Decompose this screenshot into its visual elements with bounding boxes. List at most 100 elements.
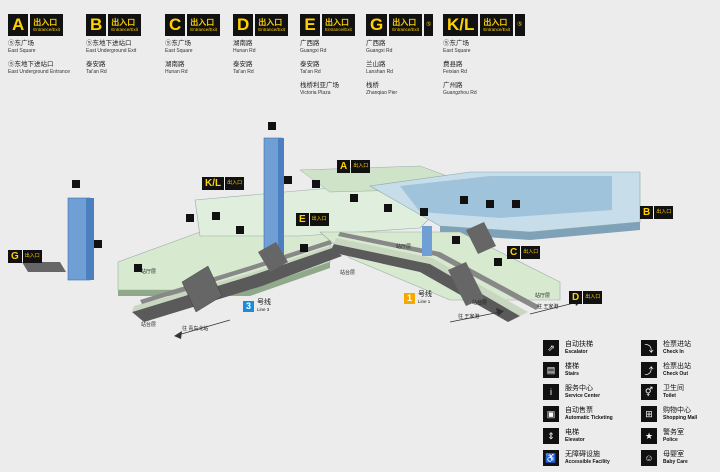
exit-tag-en: Entrance/Exit: [325, 26, 352, 32]
map-exit-text: 出入口: [583, 291, 603, 304]
exit-letter: A: [8, 14, 29, 36]
exit-tag-cn: 出入口: [483, 17, 508, 27]
line-text-en: Line 1: [418, 299, 431, 304]
destination-cn: 广西路: [300, 40, 320, 47]
level-label: 站厅层: [141, 269, 157, 275]
legend-text-en: Accessible Facility: [565, 459, 610, 465]
exit-letter: E: [300, 14, 320, 36]
destination-en: Guangzhou Rd: [443, 90, 477, 96]
east-building-roof: [400, 176, 612, 218]
destination-cn: 栈桥: [366, 82, 379, 89]
destination-cn: 泰安路: [233, 61, 253, 68]
legend-text-cn: 购物中心: [663, 407, 691, 414]
direction-label: 往 青岛北站: [182, 326, 209, 332]
destination-cn: 栈桥利亚广场: [300, 82, 339, 89]
exit-tag-cn: 出入口: [392, 17, 417, 27]
escalator-g: [22, 262, 66, 272]
arrow-qingdao-north: [177, 319, 231, 336]
service-center-icon: i: [543, 384, 559, 400]
tower-north-side: [278, 138, 284, 258]
map-exit-text: 出入口: [309, 213, 329, 226]
escalator-east-2: [466, 222, 496, 254]
exit-tag-en: Entrance/Exit: [33, 26, 61, 32]
exit-tag-cn: 出入口: [111, 17, 136, 27]
exit-tag-cn: 出入口: [190, 17, 215, 27]
destination-cn: 泰安路: [86, 61, 106, 68]
legend-text-cn: 自动扶梯: [565, 341, 593, 348]
exit-tag-cn: 出入口: [325, 17, 349, 27]
legend-text-cn: 母婴室: [663, 451, 684, 458]
destination-en: Tai'an Rd: [300, 69, 321, 75]
tower-east: [422, 226, 432, 256]
destination-cn: ⑤东地下进站口: [86, 40, 132, 47]
exit-letter: K/L: [443, 14, 479, 36]
map-exit-letter: C: [507, 246, 521, 259]
exit-tag-en: Entrance/Exit: [483, 26, 511, 32]
destination-en: Hunan Rd: [233, 48, 256, 54]
destination-en: East Underground Entrance: [8, 69, 70, 75]
platform-line3-top: [132, 244, 336, 312]
legend-text-cn: 无障碍设施: [565, 451, 600, 458]
legend-text-en: Automatic Ticketing: [565, 415, 613, 421]
level-label: 站台层: [141, 322, 157, 328]
exit-tag-cn: 出入口: [33, 17, 58, 27]
destination-en: Feixian Rd: [443, 69, 467, 75]
tower-west-side: [86, 198, 94, 280]
concourse-west-front: [118, 262, 330, 296]
destination-en: Guangxi Rd: [300, 48, 327, 54]
map-exit-text: 出入口: [654, 206, 674, 219]
map-exit-letter: G: [8, 250, 22, 263]
map-exit-text: 出入口: [521, 246, 541, 259]
arrow-wangjiagang-1: [449, 311, 501, 323]
legend-text-cn: 检票出站: [663, 363, 691, 370]
destination-cn: 兰山路: [366, 61, 386, 68]
toilet-icon: ⚥: [641, 384, 657, 400]
legend-text-cn: 警务室: [663, 429, 684, 436]
exit-tag-en: Entrance/Exit: [258, 26, 286, 32]
legend-text-en: Shopping Mall: [663, 415, 698, 421]
platform-line1-top: [334, 238, 528, 316]
destination-cn: 湖南路: [165, 61, 185, 68]
legend-text-en: Check In: [663, 349, 684, 355]
escalator-icon: ⇗: [543, 340, 559, 356]
stairs-icon: ▤: [543, 362, 559, 378]
destination-en: East Square: [165, 48, 193, 54]
